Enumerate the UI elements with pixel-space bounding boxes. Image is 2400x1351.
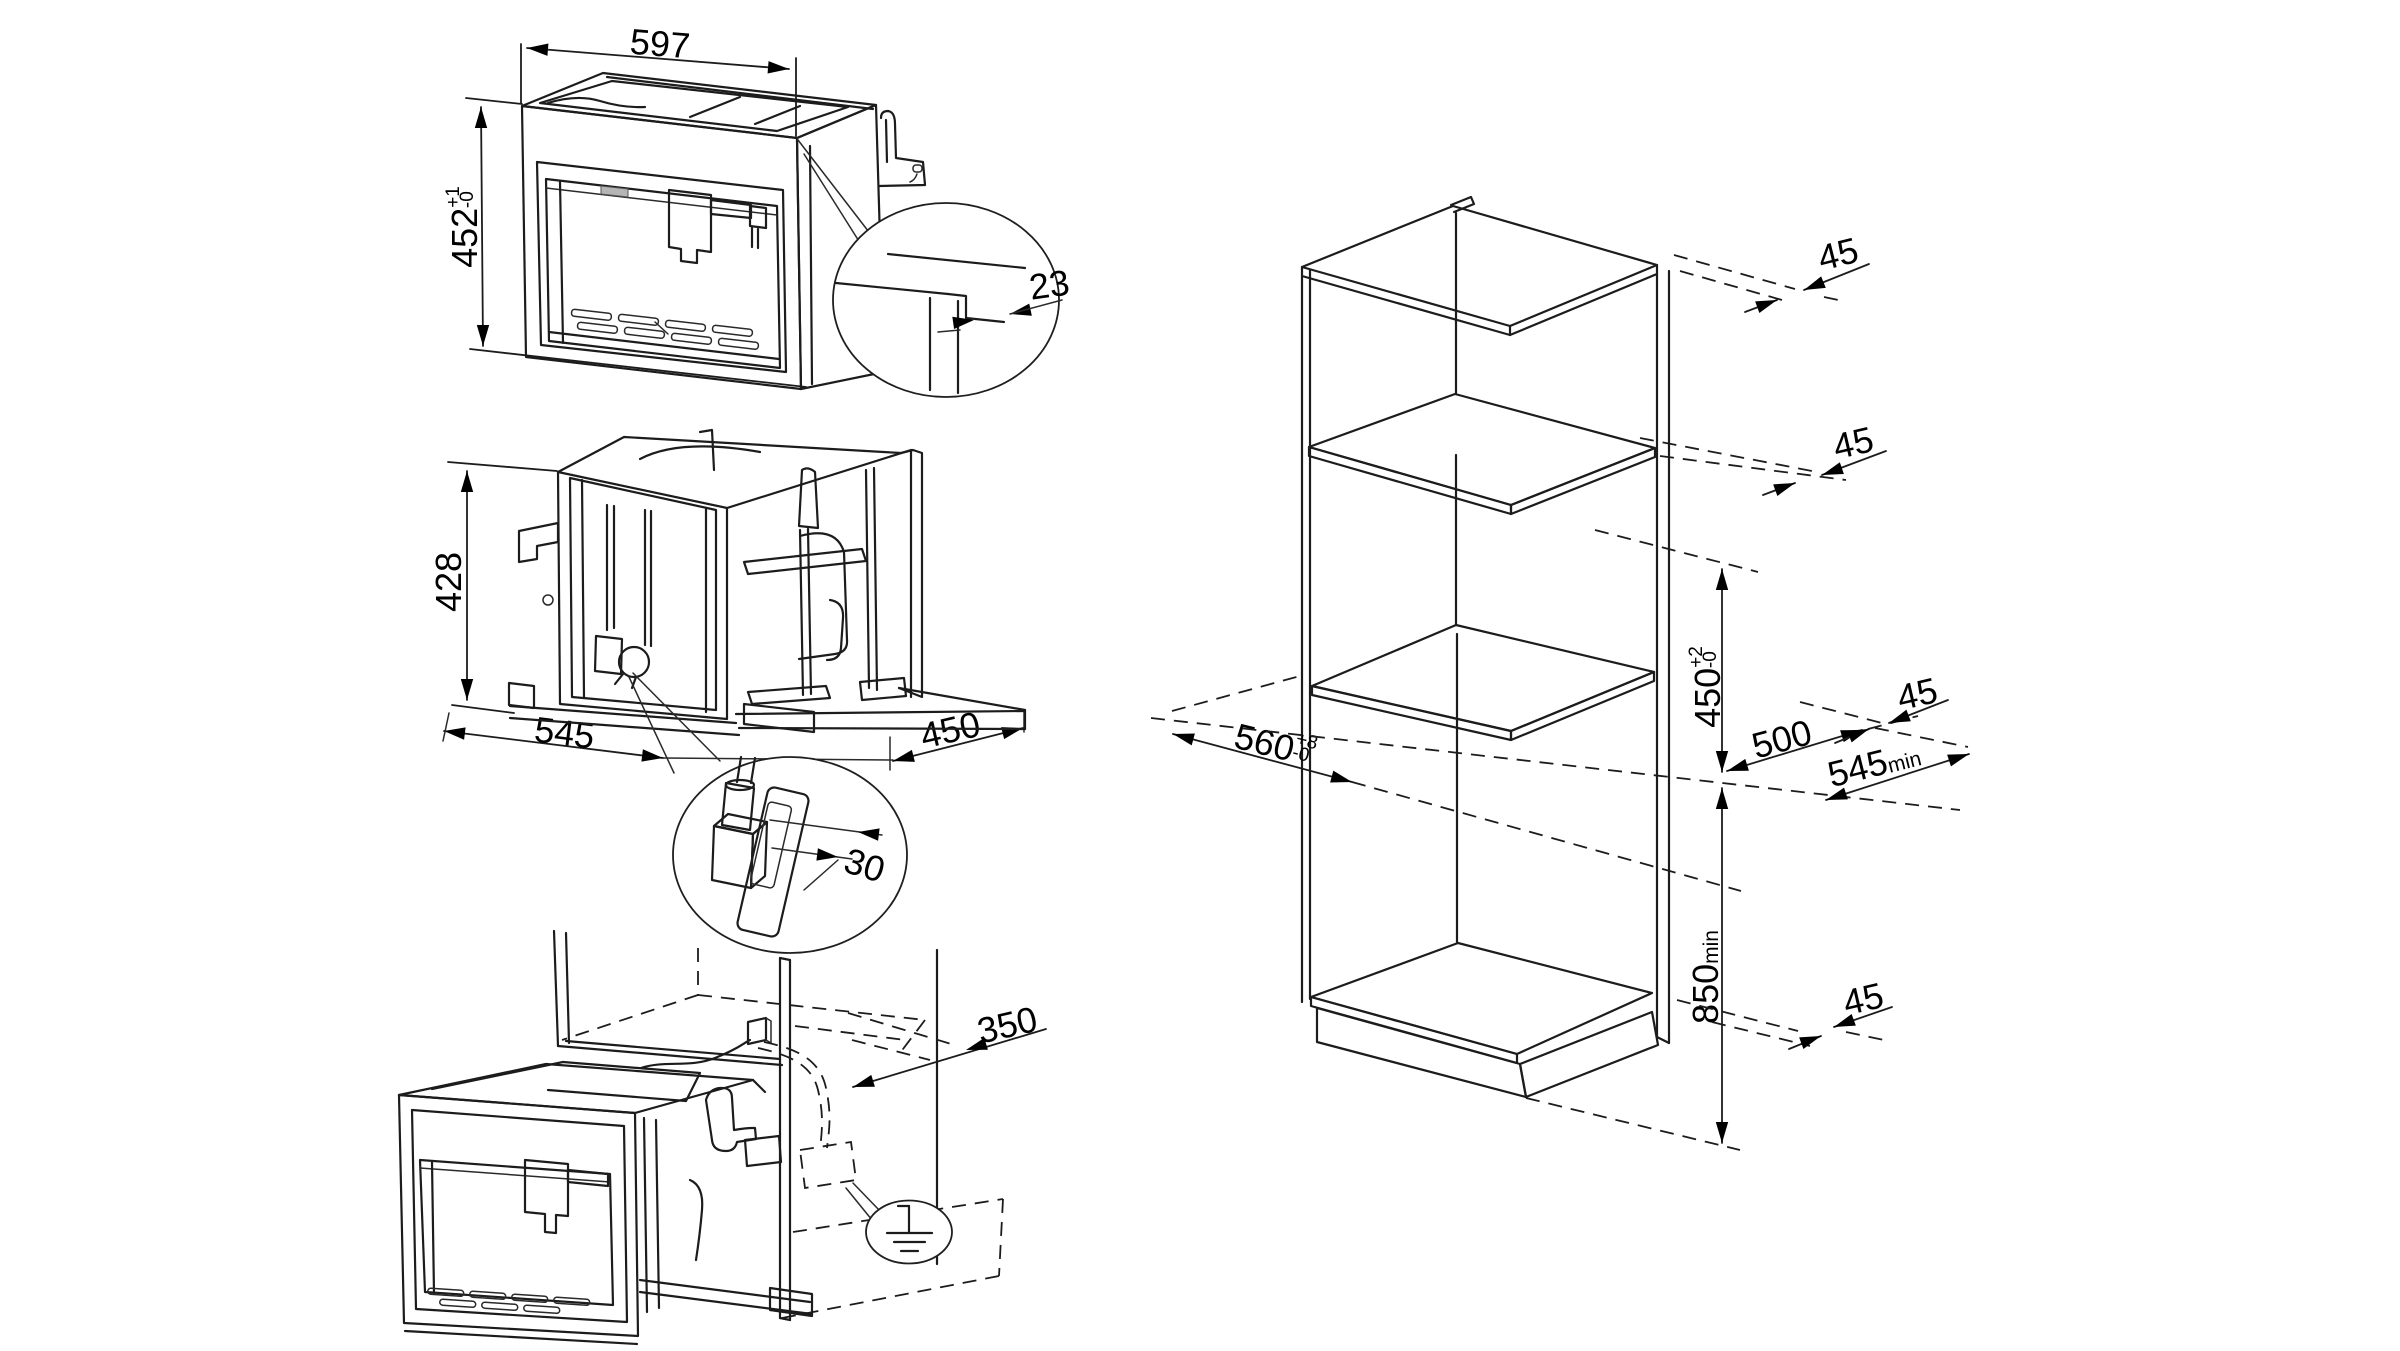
svg-text:45: 45 bbox=[1829, 418, 1877, 467]
svg-text:428: 428 bbox=[428, 552, 469, 612]
svg-text:452+1-0: 452+1-0 bbox=[443, 186, 485, 268]
svg-text:545: 545 bbox=[532, 709, 597, 757]
svg-text:23: 23 bbox=[1027, 262, 1072, 308]
svg-text:45: 45 bbox=[1893, 669, 1941, 718]
svg-text:597: 597 bbox=[628, 21, 691, 67]
svg-text:45: 45 bbox=[1839, 974, 1887, 1023]
svg-text:45: 45 bbox=[1814, 229, 1863, 278]
